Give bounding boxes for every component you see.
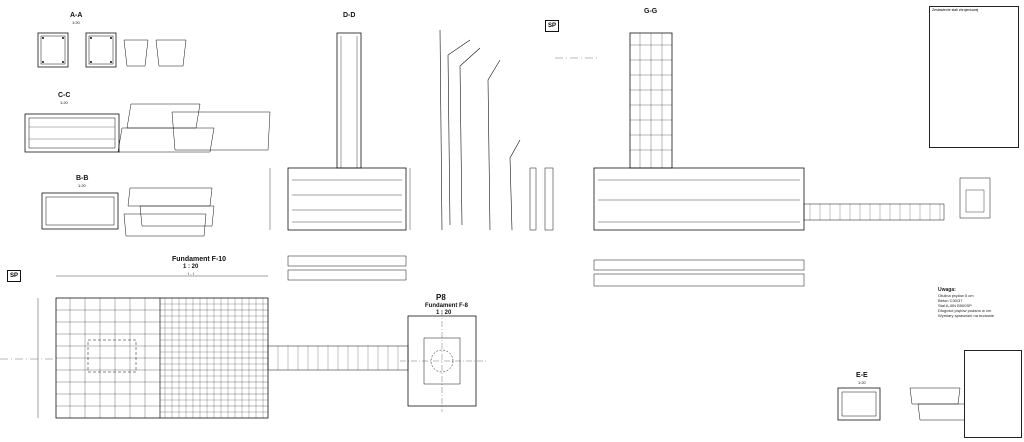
bent-bars-drawing <box>439 29 554 231</box>
axis-lines <box>0 57 600 360</box>
section-cc-title: C-C <box>58 92 71 99</box>
section-dd-drawing <box>269 32 411 281</box>
sp-marker-left: SP <box>7 270 22 282</box>
section-ee-scale: 1:20 <box>858 380 866 385</box>
notes-line: Otulina prętów 5 cm <box>938 293 974 298</box>
notes-line: Beton C30/37 <box>938 298 963 303</box>
section-ee-title: E-E <box>856 372 868 379</box>
rebar-schedule-title: Zestawienie stali zbrojeniowej <box>932 8 979 12</box>
foundation-f8-title: Fundament F-8 <box>425 303 468 309</box>
foundation-f10-subtitle: I - I <box>188 271 194 276</box>
section-bb-title: B-B <box>76 175 89 182</box>
rebar-schedule-table: Zestawienie stali zbrojeniowej <box>929 6 1019 148</box>
title-block <box>964 350 1022 438</box>
general-notes: Uwaga: Otulina prętów 5 cm Beton C30/37 … <box>938 287 1018 319</box>
section-aa-drawing <box>37 32 187 68</box>
section-gg-title: G-G <box>644 8 658 15</box>
section-aa-scale: 1:20 <box>72 20 80 25</box>
notes-line: Wymiary sprawdzić na budowie <box>938 313 994 318</box>
foundation-f10-title: Fundament F-10 <box>172 256 227 263</box>
foundation-f10-drawing <box>37 275 409 419</box>
notes-line: Stal A-IIIN B500SP <box>938 303 972 308</box>
foundation-f8-tag: P8 <box>436 293 446 302</box>
section-cc-scale: 1:20 <box>60 100 68 105</box>
sp-marker-top: SP <box>545 20 560 32</box>
notes-heading: Uwaga: <box>938 287 956 293</box>
section-cc-drawing <box>24 103 271 153</box>
section-bb-scale: 1:20 <box>78 183 86 188</box>
section-bb-drawing <box>41 187 215 237</box>
foundation-f8-drawing <box>400 310 488 412</box>
foundation-f10-scale: 1 : 20 <box>183 264 199 270</box>
notes-line: Długości prętów podano w cm <box>938 308 992 313</box>
section-dd-title: D-D <box>343 12 356 19</box>
section-aa-title: A-A <box>70 12 83 19</box>
foundation-f8-scale: 1 : 20 <box>436 310 452 316</box>
section-gg-drawing <box>593 32 991 287</box>
